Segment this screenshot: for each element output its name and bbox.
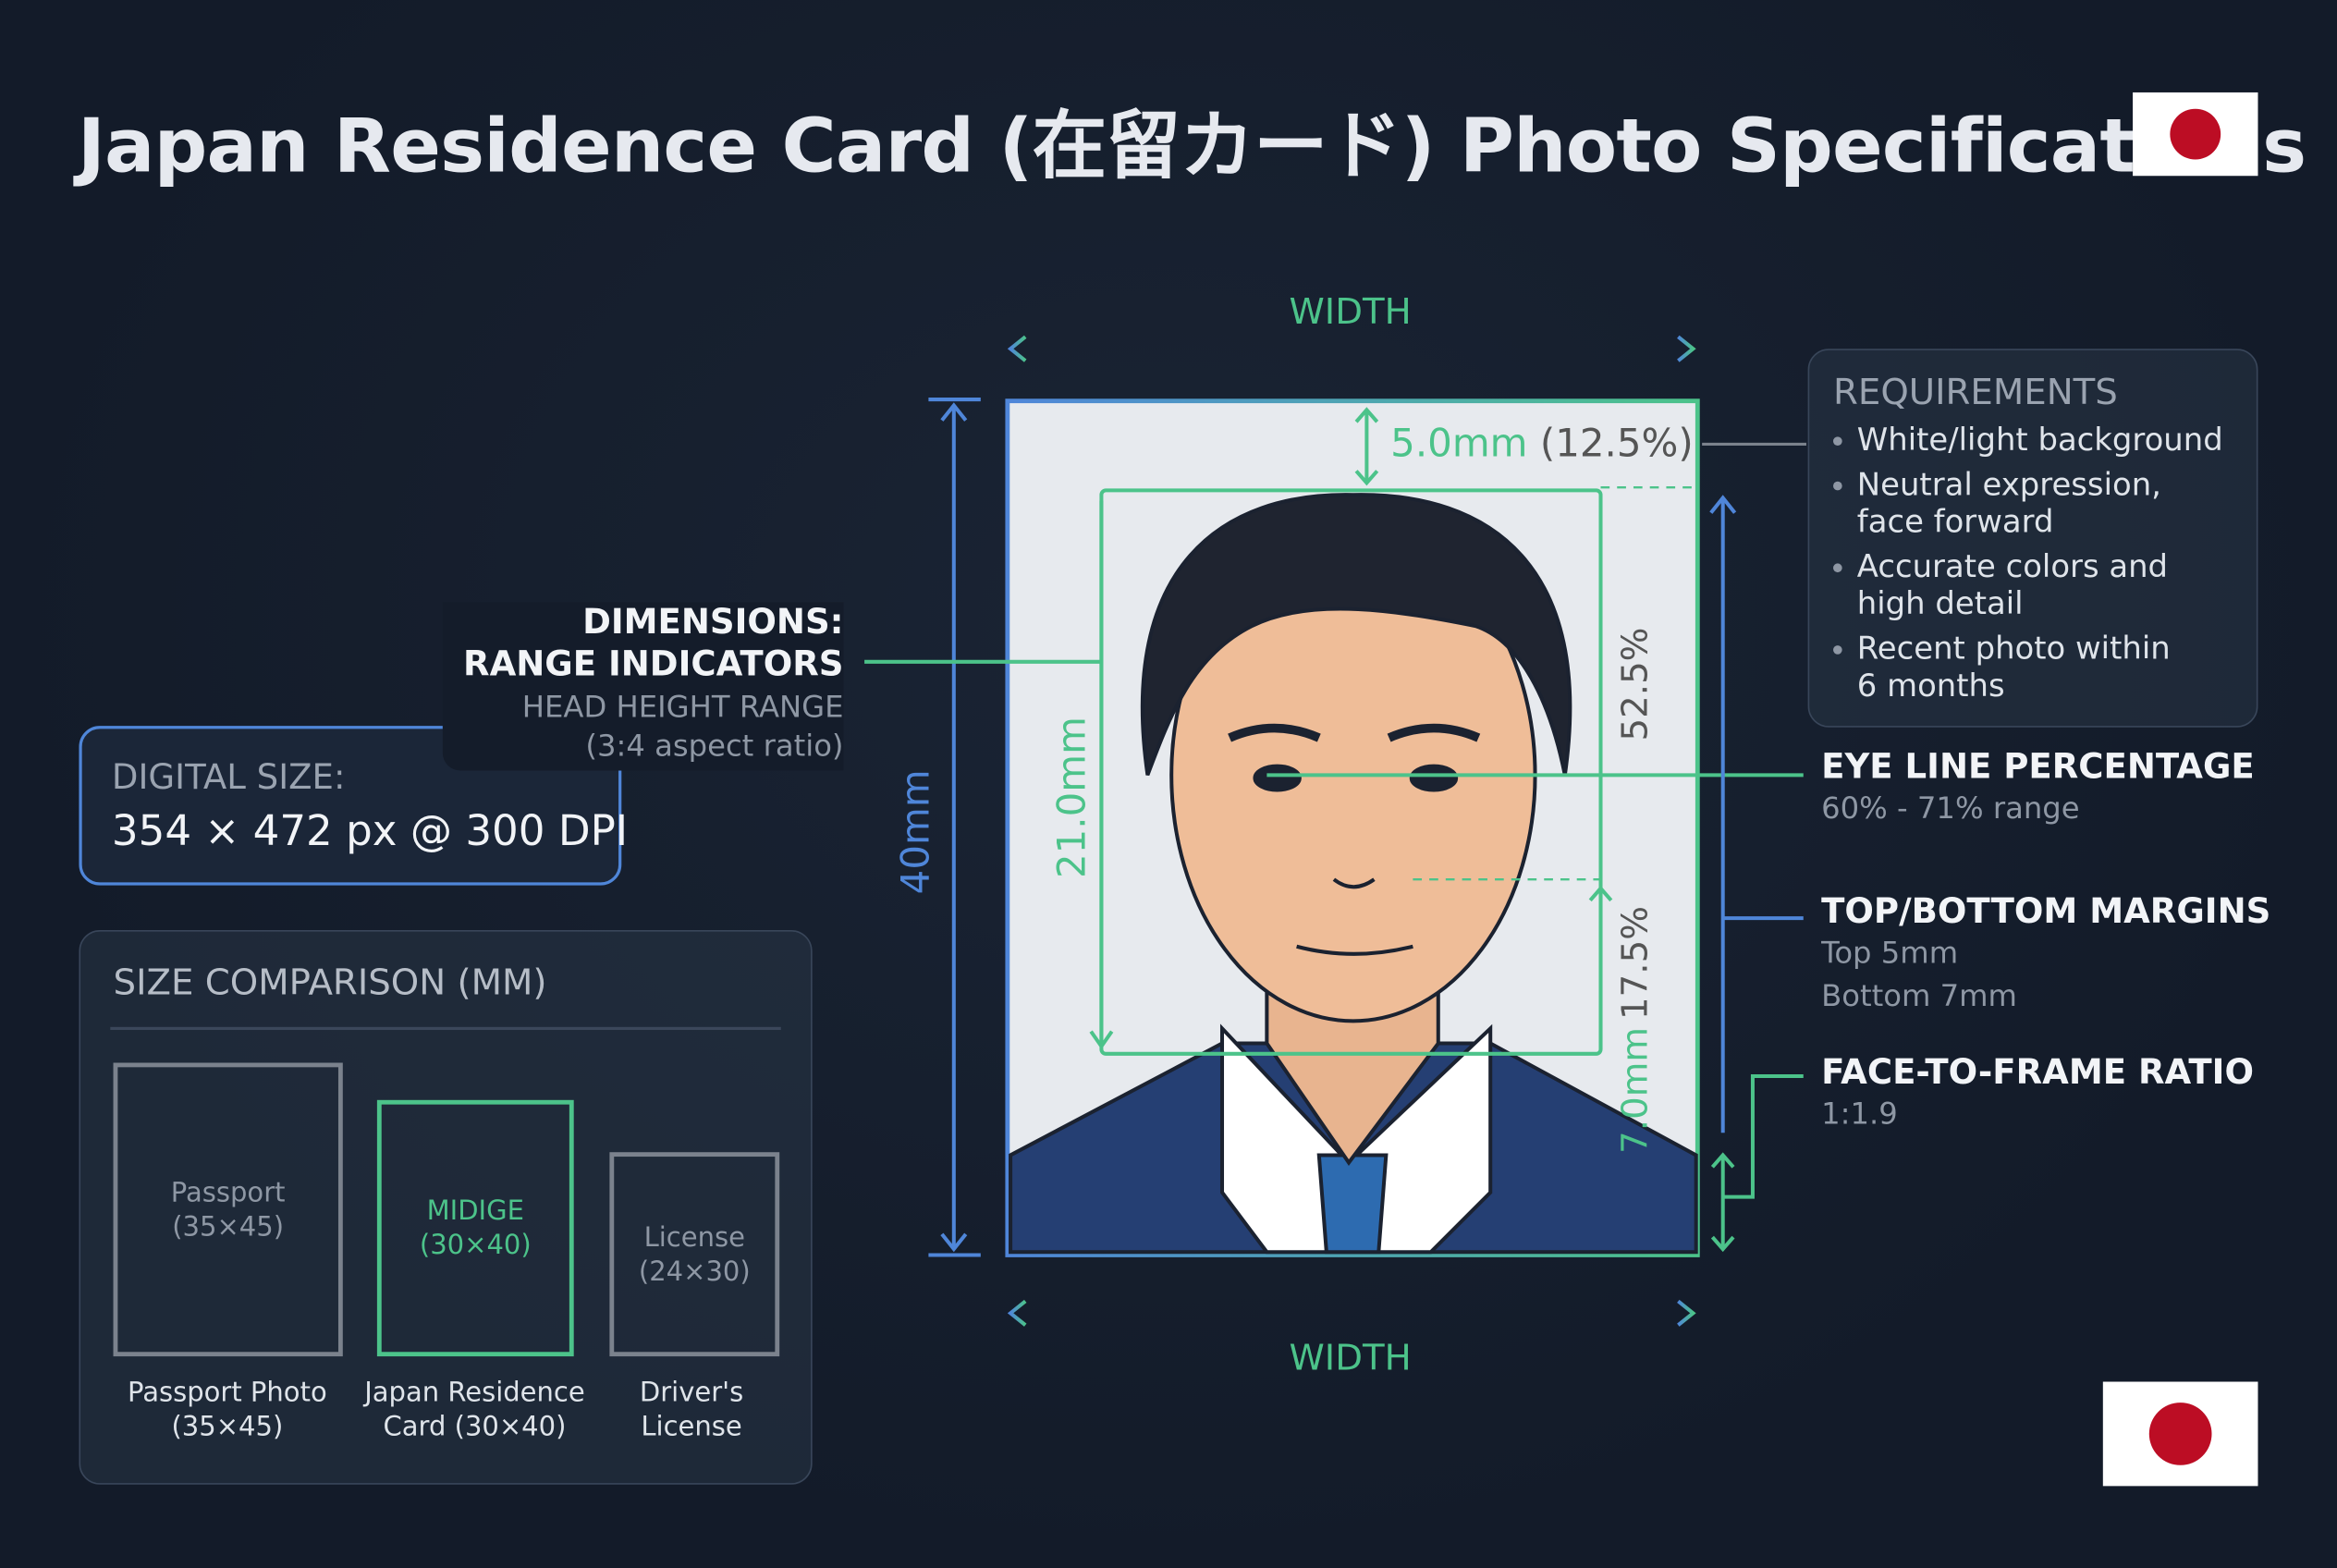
height-arrow (928, 398, 981, 1257)
passport-size-box: Passport(35×45) (113, 1062, 343, 1357)
head-pct-label: 52.5% (1614, 627, 1657, 741)
ratio-callout: FACE-TO-FRAME RATIO 1:1.9 (1821, 1053, 2254, 1132)
head-height-label: 21.0mm (1050, 717, 1095, 879)
width-label-bottom: WIDTH (1289, 1337, 1412, 1379)
japan-flag-icon (2102, 1381, 2258, 1487)
margins-callout: TOP/BOTTOM MARGINS Top 5mm Bottom 7mm (1821, 892, 2271, 1014)
bottom-pct-label: 17.5% (1614, 906, 1657, 1020)
requirements-panel: REQUIREMENTS White/light background Neut… (1807, 349, 2258, 728)
width-arrow-top (1004, 325, 1700, 370)
requirement-item: White/light background (1833, 422, 2250, 459)
size-comparison-panel: SIZE COMPARISON (MM) Passport(35×45) MID… (79, 930, 813, 1485)
requirement-item: Neutral expression,face forward (1833, 467, 2250, 542)
page-title: Japan Residence Card (在留カード) Photo Speci… (77, 103, 2306, 190)
width-label-top: WIDTH (1289, 290, 1412, 333)
license-size-box: License(24×30) (609, 1152, 780, 1357)
bottom-margin-label: 7.0mm (1614, 1026, 1657, 1154)
dimensions-callout: DIMENSIONS: RANGE INDICATORS HEAD HEIGHT… (442, 602, 844, 771)
width-arrow-bottom (1004, 1291, 1700, 1336)
passport-caption: Passport Photo(35×45) (127, 1377, 327, 1443)
residence-card-size-box: MIDIGE(30×40) (376, 1099, 574, 1357)
height-label: 40mm (894, 769, 939, 895)
japan-flag-icon (2133, 92, 2258, 177)
top-margin-label: 5.0mm (12.5%) (1390, 422, 1694, 467)
portrait (1009, 493, 1698, 1255)
head-box (864, 407, 1804, 1253)
eye-line-callout: EYE LINE PERCENTAGE 60% - 71% range (1821, 748, 2255, 827)
